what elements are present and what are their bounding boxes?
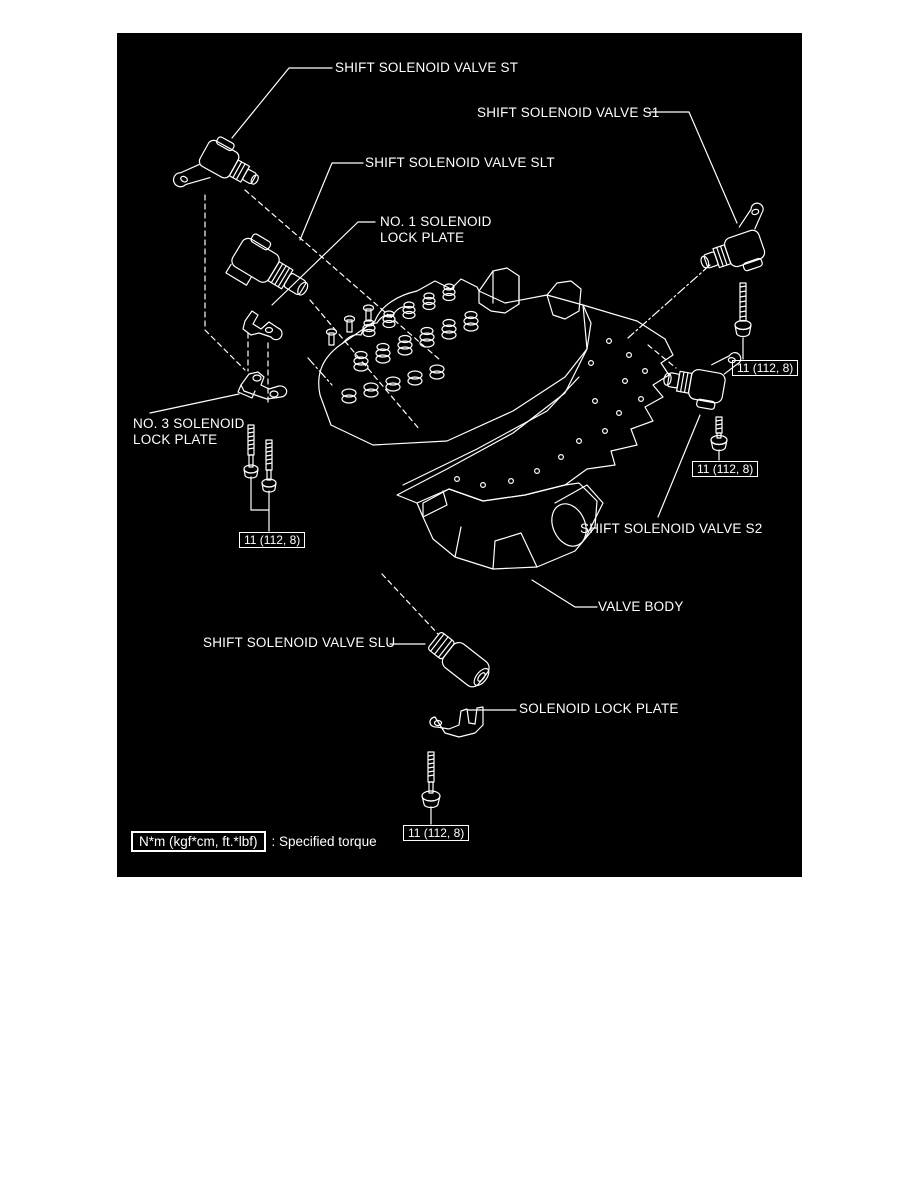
- leader-st: [231, 67, 333, 139]
- torque-badge-slu-bolt: 11 (112, 8): [403, 825, 470, 841]
- label-no3-line1: NO. 3 SOLENOID: [133, 416, 245, 431]
- torque-units-box: N*m (kgf*cm, ft.*lbf): [131, 831, 266, 852]
- dash-st-to-no3: [204, 194, 246, 371]
- label-shift-solenoid-valve-st: SHIFT SOLENOID VALVE ST: [335, 60, 519, 75]
- pointer-no3-bolt1: [250, 476, 270, 511]
- leader-no1-plate: [271, 221, 376, 306]
- label-shift-solenoid-valve-s1: SHIFT SOLENOID VALVE S1: [477, 105, 660, 120]
- label-no3-solenoid-lock-plate: NO. 3 SOLENOID LOCK PLATE: [133, 416, 245, 447]
- label-shift-solenoid-valve-slu: SHIFT SOLENOID VALVE SLU: [203, 635, 396, 650]
- s2-solenoid-art: [663, 352, 742, 410]
- solenoid-lock-plate-art: [429, 706, 484, 738]
- slt-solenoid-art: [225, 233, 309, 296]
- leader-s2: [657, 414, 701, 518]
- label-valve-body: VALVE BODY: [598, 599, 684, 614]
- leader-valve-body: [531, 579, 598, 608]
- slu-solenoid-art: [428, 632, 490, 688]
- st-solenoid-art: [172, 136, 259, 188]
- torque-legend: N*m (kgf*cm, ft.*lbf) : Specified torque: [131, 831, 377, 852]
- label-no1-line2: LOCK PLATE: [380, 229, 465, 245]
- label-shift-solenoid-valve-s2: SHIFT SOLENOID VALVE S2: [580, 521, 763, 536]
- exploded-diagram-panel: SHIFT SOLENOID VALVE ST SHIFT SOLENOID V…: [117, 33, 802, 877]
- alignment-dashed-lines: [204, 189, 677, 635]
- torque-badge-s2-bolt: 11 (112, 8): [692, 461, 759, 477]
- dash-st-to-body: [244, 189, 441, 361]
- no3-bolt-2: [261, 439, 277, 493]
- s1-bolt: [734, 282, 752, 338]
- no3-bolt-1: [243, 424, 259, 479]
- valve-body-art: [318, 267, 674, 570]
- plate-holes: [454, 338, 648, 489]
- s2-bolt: [710, 416, 728, 452]
- label-no3-line2: LOCK PLATE: [133, 431, 218, 447]
- dash-body-to-slu: [381, 573, 439, 635]
- leader-slt: [299, 162, 364, 241]
- label-no1-solenoid-lock-plate: NO. 1 SOLENOID LOCK PLATE: [380, 214, 492, 245]
- no3-lock-plate-art: [237, 371, 288, 400]
- slu-bolt: [421, 751, 441, 809]
- torque-legend-caption: : Specified torque: [271, 834, 377, 849]
- torque-badge-no3-bolts: 11 (112, 8): [239, 532, 306, 548]
- leader-no3-plate: [149, 393, 240, 414]
- dash-slt-to-body: [309, 299, 421, 431]
- label-solenoid-lock-plate: SOLENOID LOCK PLATE: [519, 701, 679, 716]
- torque-badge-s1-bolt: 11 (112, 8): [732, 360, 799, 376]
- leader-s1: [649, 111, 738, 224]
- no1-lock-plate-art: [242, 310, 283, 341]
- dash-s1-to-body: [627, 264, 711, 339]
- label-no1-line1: NO. 1 SOLENOID: [380, 214, 492, 229]
- exploded-view-art: [149, 67, 766, 825]
- dash-s2-to-body: [647, 344, 677, 369]
- s1-solenoid-art: [700, 202, 766, 272]
- label-shift-solenoid-valve-slt: SHIFT SOLENOID VALVE SLT: [365, 155, 555, 170]
- leader-lines: [149, 67, 738, 711]
- valve-springs: [341, 283, 479, 404]
